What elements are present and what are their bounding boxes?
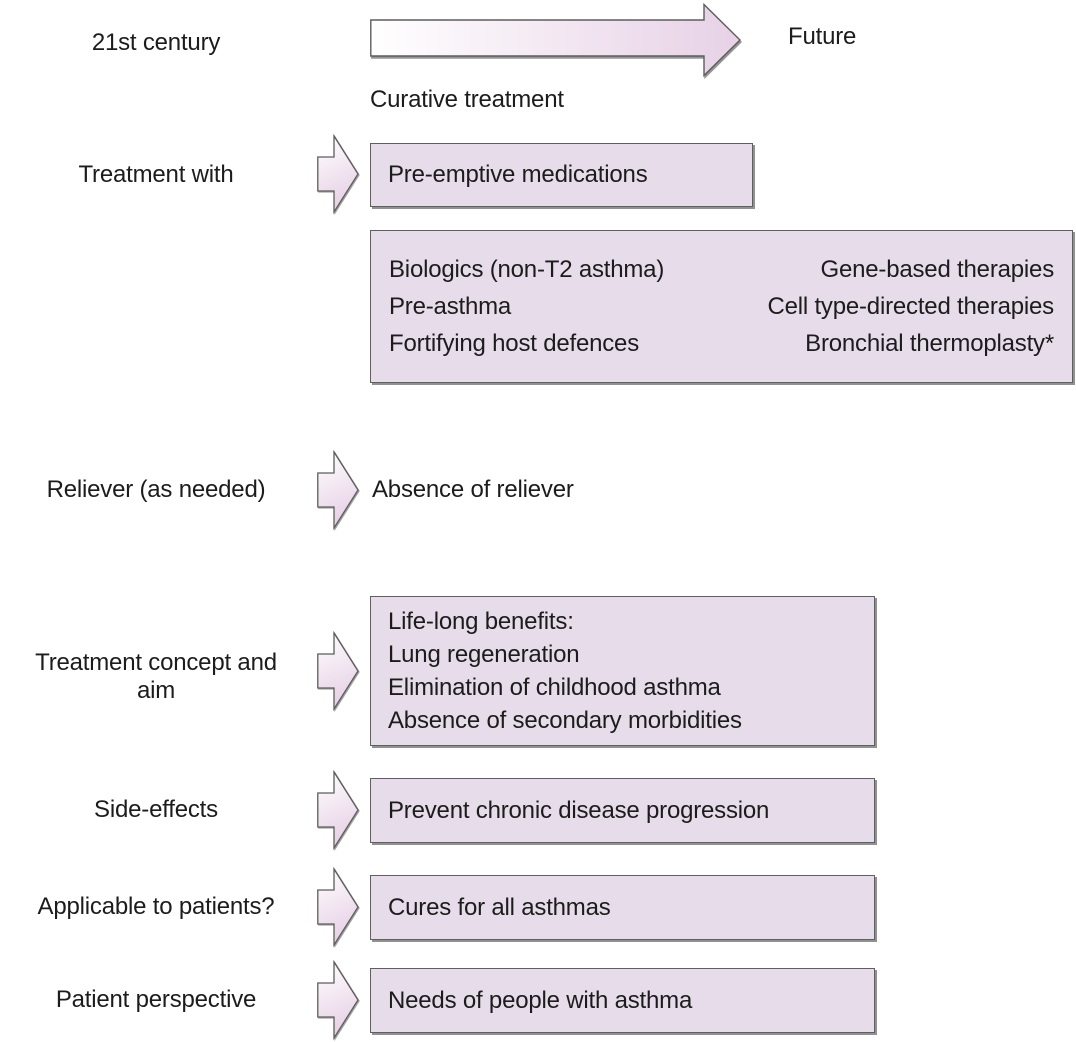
cures-for-all-asthmas-text: Cures for all asthmas (388, 893, 611, 921)
future-label-text: Future (788, 23, 857, 50)
therapy-bronchial-thermoplasty: Bronchial thermoplasty* (805, 330, 1054, 357)
therapies-row: Biologics (non-T2 asthma) Gene-based the… (389, 251, 1054, 288)
curative-treatment-text: Curative treatment (370, 86, 564, 113)
pre-emptive-medications-text: Pre-emptive medications (388, 161, 648, 188)
treatment-concept-label-text: Treatment concept and aim (35, 649, 277, 704)
therapy-gene-based: Gene-based therapies (820, 256, 1055, 283)
box-future-therapies: Biologics (non-T2 asthma) Gene-based the… (370, 230, 1073, 383)
box-pre-emptive-medications: Pre-emptive medications (370, 143, 753, 207)
era-label-text: 21st century (91, 29, 221, 56)
future-label: Future (788, 23, 856, 51)
flow-arrow-icon (317, 867, 359, 947)
benefit-line-lung-regeneration: Lung regeneration (388, 641, 580, 668)
therapy-cell-type-directed: Cell type-directed therapies (767, 293, 1054, 320)
benefit-line-absence-secondary-morbidities: Absence of secondary morbidities (388, 707, 742, 734)
box-life-long-benefits: Life-long benefits: Lung regeneration El… (370, 596, 875, 746)
flow-arrow-icon (317, 134, 359, 214)
curative-treatment-caption: Curative treatment (370, 86, 564, 114)
row-label-treatment-concept: Treatment concept and aim (0, 649, 312, 705)
row-label-side-effects: Side-effects (0, 796, 312, 824)
timeline-arrow-icon (370, 3, 741, 77)
applicable-label-text: Applicable to patients? (37, 893, 275, 920)
treatment-with-label-text: Treatment with (78, 161, 234, 188)
needs-of-people-text: Needs of people with asthma (388, 986, 693, 1014)
absence-of-reliever-text: Absence of reliever (372, 476, 574, 504)
box-cures-for-all-asthmas: Cures for all asthmas (370, 875, 875, 940)
flow-arrow-icon (317, 960, 359, 1040)
row-label-treatment-with: Treatment with (0, 161, 312, 189)
absence-of-reliever-label: Absence of reliever (372, 476, 574, 503)
prevent-progression-text: Prevent chronic disease progression (388, 796, 770, 824)
patient-perspective-label-text: Patient perspective (55, 986, 257, 1013)
therapies-row: Fortifying host defences Bronchial therm… (389, 325, 1054, 362)
row-label-reliever: Reliever (as needed) (0, 476, 312, 504)
therapy-fortifying-host-defences: Fortifying host defences (389, 330, 640, 357)
row-label-applicable: Applicable to patients? (0, 893, 312, 921)
era-label: 21st century (0, 29, 312, 57)
side-effects-label-text: Side-effects (94, 796, 218, 823)
therapy-pre-asthma: Pre-asthma (389, 293, 512, 320)
box-prevent-progression: Prevent chronic disease progression (370, 778, 875, 843)
reliever-label-text: Reliever (as needed) (46, 476, 266, 503)
box-needs-of-people-with-asthma: Needs of people with asthma (370, 968, 875, 1033)
therapies-row: Pre-asthma Cell type-directed therapies (389, 288, 1054, 325)
flow-arrow-icon (317, 770, 359, 850)
flow-arrow-icon (317, 631, 359, 711)
benefit-line-elimination-childhood-asthma: Elimination of childhood asthma (388, 674, 721, 701)
flow-arrow-icon (317, 450, 359, 530)
benefit-line-title: Life-long benefits: (388, 608, 574, 635)
row-label-patient-perspective: Patient perspective (0, 986, 312, 1014)
therapy-biologics-non-t2: Biologics (non-T2 asthma) (389, 256, 665, 283)
